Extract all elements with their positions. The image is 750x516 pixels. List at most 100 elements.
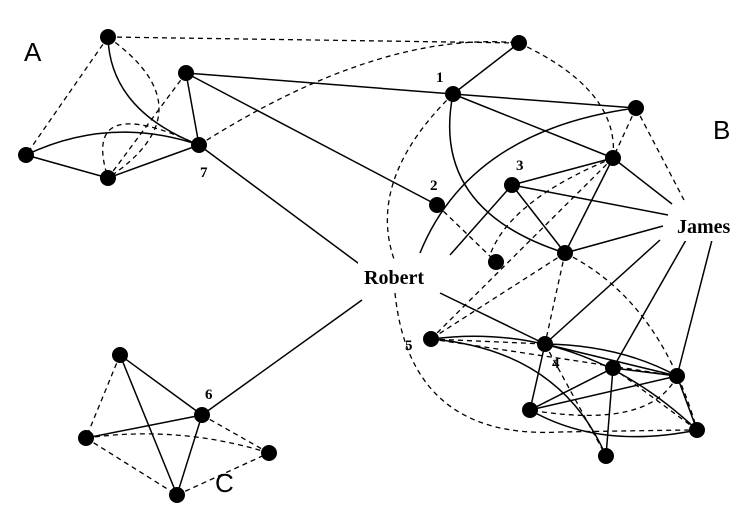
edge xyxy=(676,239,713,377)
edge xyxy=(201,299,363,416)
edge xyxy=(430,338,607,457)
edge xyxy=(544,343,678,377)
edge xyxy=(419,107,637,254)
edge xyxy=(25,131,200,156)
edge xyxy=(489,157,614,256)
edge xyxy=(185,72,200,146)
nodes xyxy=(18,29,705,503)
node-2 xyxy=(429,197,445,213)
edge xyxy=(529,343,546,411)
edge xyxy=(430,338,678,377)
edge xyxy=(107,144,200,179)
edge xyxy=(511,184,566,254)
edge xyxy=(511,157,614,186)
edge xyxy=(529,409,698,438)
node xyxy=(557,245,573,261)
edge xyxy=(176,414,203,496)
node-1 xyxy=(445,86,461,102)
edge xyxy=(198,41,520,146)
node-label-6: 6 xyxy=(205,387,213,403)
edge xyxy=(564,252,698,431)
node xyxy=(261,445,277,461)
edge xyxy=(448,93,566,254)
edge xyxy=(564,225,664,254)
node xyxy=(100,29,116,45)
edge xyxy=(107,36,200,146)
edge xyxy=(85,414,203,439)
edge xyxy=(452,93,614,159)
node xyxy=(598,448,614,464)
edge xyxy=(201,414,270,454)
robert-label-background xyxy=(358,262,442,292)
node-3 xyxy=(504,177,520,193)
edge xyxy=(25,154,109,179)
edge xyxy=(518,42,615,159)
james-label: James xyxy=(677,216,731,238)
group-label-a: A xyxy=(24,37,42,67)
node xyxy=(605,150,621,166)
edge xyxy=(544,239,661,345)
edge xyxy=(85,354,121,439)
edge xyxy=(430,338,546,345)
edge xyxy=(436,204,497,263)
edge xyxy=(529,367,614,411)
edge xyxy=(430,335,698,431)
edge xyxy=(612,157,673,205)
node xyxy=(488,254,504,270)
node xyxy=(628,100,644,116)
dashed-edges xyxy=(25,36,698,496)
edge xyxy=(176,452,270,496)
labels: Robert James 1 2 3 4 5 6 7 A B C xyxy=(24,37,731,498)
edge xyxy=(107,36,160,179)
node-4 xyxy=(537,336,553,352)
edge xyxy=(107,36,520,44)
edge xyxy=(85,433,270,454)
edge xyxy=(185,72,454,95)
node-label-2: 2 xyxy=(430,178,438,194)
node xyxy=(112,347,128,363)
edge xyxy=(511,184,669,216)
node-5 xyxy=(423,331,439,347)
solid-edges xyxy=(25,36,713,496)
node-label-7: 7 xyxy=(200,165,208,181)
robert-label: Robert xyxy=(364,267,424,289)
edge xyxy=(119,354,203,416)
node xyxy=(511,35,527,51)
edge xyxy=(612,107,637,159)
edge xyxy=(439,292,546,345)
node-7 xyxy=(191,137,207,153)
node xyxy=(18,147,34,163)
group-label-c: C xyxy=(215,468,234,498)
edge xyxy=(386,93,454,263)
edge xyxy=(529,375,678,411)
edge xyxy=(544,343,678,377)
node xyxy=(169,487,185,503)
edge xyxy=(635,107,685,201)
edge xyxy=(612,239,687,369)
edge xyxy=(85,437,178,496)
node xyxy=(100,170,116,186)
node-6 xyxy=(194,407,210,423)
edge xyxy=(452,93,637,109)
node-label-4: 4 xyxy=(552,356,560,372)
node xyxy=(178,65,194,81)
edge xyxy=(102,123,200,179)
edge xyxy=(449,184,513,256)
edge xyxy=(605,367,614,457)
edge xyxy=(185,72,438,206)
node xyxy=(669,368,685,384)
edge xyxy=(544,252,566,345)
edge xyxy=(25,36,109,156)
edge xyxy=(430,157,614,340)
node-label-1: 1 xyxy=(436,70,444,86)
edge xyxy=(544,343,607,457)
james-label-background xyxy=(671,211,746,241)
edge xyxy=(452,42,520,95)
node-label-5: 5 xyxy=(405,338,413,354)
group-label-b: B xyxy=(713,115,730,145)
node xyxy=(689,422,705,438)
node xyxy=(78,430,94,446)
node-label-3: 3 xyxy=(516,158,524,174)
node xyxy=(522,402,538,418)
